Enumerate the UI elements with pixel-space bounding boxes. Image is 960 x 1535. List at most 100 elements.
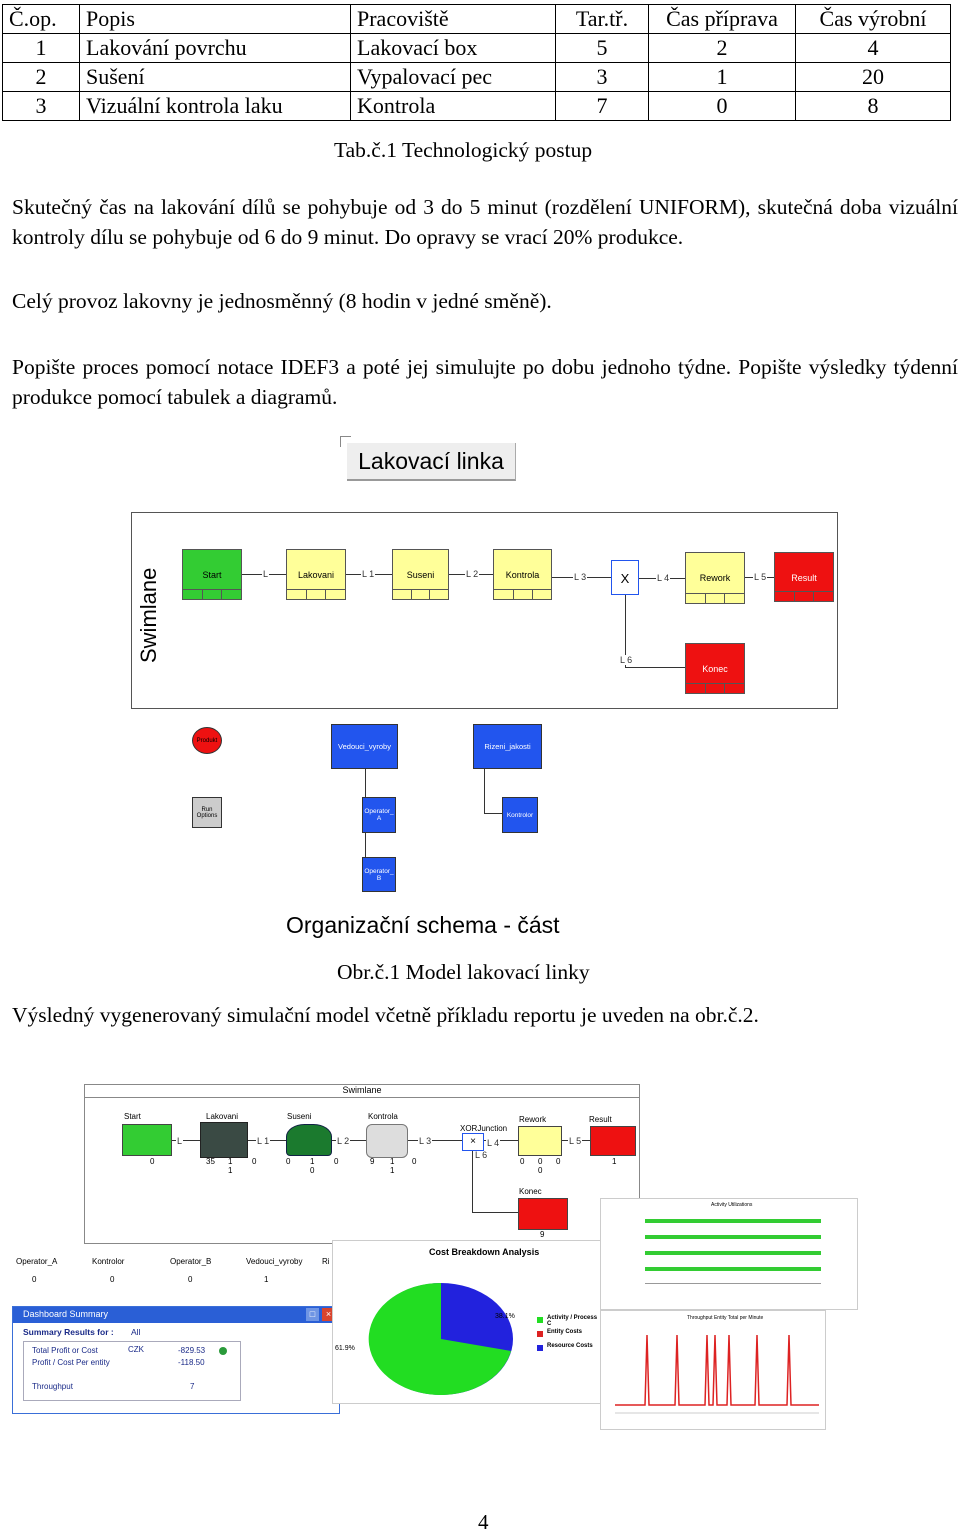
vedouci-node: Vedouci_vyroby [331,724,398,769]
sim-link-line [406,1140,462,1141]
throughput-line [615,1334,819,1414]
dashboard-window: Dashboard Summary × □ Summary Results fo… [12,1306,340,1414]
run-options-node: Run Options [192,797,222,828]
sim-count: 1 [390,1157,395,1166]
sim-label: Result [589,1115,612,1124]
table-cell: 1 [648,62,796,92]
summary-row-value: -118.50 [178,1358,205,1367]
paragraph-4: Výsledný vygenerovaný simulační model vč… [12,1003,759,1027]
pie-chart [368,1282,513,1395]
sim-start-block [122,1124,172,1156]
node-label: Run Options [196,806,218,819]
rework-box: Rework [685,552,745,604]
box-label: Rework [699,573,731,583]
sim-count: 0 [538,1166,543,1175]
maximize-icon[interactable]: □ [306,1308,319,1321]
box-label: Kontrola [505,570,540,580]
link-label: L 3 [573,572,588,582]
resource-row: Operator_A 0 Kontrolor 0 Operator_B 0 Ve… [10,1255,340,1295]
sim-label: Konec [519,1187,542,1196]
sim-count: 0 [556,1157,561,1166]
sim-count: 0 [150,1157,155,1166]
sim-swimlane-label: Swimlane [342,1085,382,1095]
sim-count: 1 [310,1157,315,1166]
sim-link-line [170,1140,200,1141]
legend-entry: Resource Costs [547,1343,593,1349]
page-number: 4 [478,1510,489,1534]
link-label: L [262,569,270,579]
kontrolor-node: Kontrolor [502,797,538,833]
org-line [365,769,366,797]
figure-1-caption: Obr.č.1 Model lakovací linky [337,960,590,984]
org-caption: Organizační schema - část [286,912,560,938]
junction-label: X [620,571,630,586]
sim-count: 0 [538,1157,543,1166]
close-icon[interactable]: × [322,1308,335,1321]
table-header-cell: Pracoviště [350,4,556,34]
table-cell: 20 [795,62,951,92]
sim-label: Start [124,1112,141,1121]
table-header-cell: Popis [79,4,351,34]
status-icon [219,1347,227,1355]
result-box: Result [774,552,834,602]
node-label: Operator_ B [364,867,394,882]
org-line [484,813,502,814]
node-label: Rizeni_jakosti [484,742,531,751]
swimlane-frame [131,512,838,709]
summary-value[interactable]: All [131,1327,141,1337]
sim-oven-icon [286,1124,332,1156]
table-cell: 3 [555,62,649,92]
sim-count: 1 [228,1157,233,1166]
table-cell: 0 [648,91,796,121]
cost-breakdown-chart: Cost Breakdown Analysis 38.1% 61.9% Acti… [332,1240,602,1404]
sim-label: Suseni [287,1112,312,1121]
resource-value: 0 [188,1275,193,1284]
activity-utilization-chart: Activity Utilizations [600,1198,858,1310]
produkt-node: Produkt [192,727,222,754]
summary-row-value: -829.53 [178,1346,206,1355]
resource-value: 0 [32,1275,37,1284]
sim-count: 9 [540,1230,545,1239]
table-cell: 4 [795,33,951,63]
sim-count: 1 [612,1157,617,1166]
node-label: Vedouci_vyroby [338,742,391,751]
link-label: L 1 [361,569,376,579]
legend-entry: Activity / Process C [547,1315,598,1327]
box-label: Lakovani [297,570,335,580]
table-cell: Lakovací box [350,33,556,63]
table-cell: 5 [555,33,649,63]
table-cell: Kontrola [350,91,556,121]
resource-value: 0 [110,1275,115,1284]
sim-count: 0 [252,1157,257,1166]
table-cell: 3 [2,91,80,121]
sim-count: 0 [412,1157,417,1166]
table-header-cell: Č.op. [2,4,80,34]
table-cell: 8 [795,91,951,121]
dashboard-title: Dashboard Summary [23,1309,109,1319]
paragraph-1: Skutečný čas na lakování dílů se pohybuj… [12,195,958,249]
sim-link-label: L 3 [418,1136,433,1146]
suseni-box: Suseni [392,549,449,600]
sim-result-block [590,1126,636,1156]
link-label: L 4 [656,573,671,583]
paragraph-2: Celý provoz lakovny je jednosměnný (8 ho… [12,289,552,313]
summary-row-label: Total Profit or Cost [32,1346,98,1355]
resource-name: Operator_A [16,1257,58,1266]
resource-name: Vedouci_vyroby [246,1257,303,1266]
sim-konec-block [518,1198,568,1230]
table-header-cell: Čas příprava [648,4,796,34]
sim-link-label: L 4 [486,1138,501,1148]
dashboard-titlebar: Dashboard Summary × □ [13,1307,339,1323]
operator-a-node: Operator_ A [362,797,396,833]
table-cell: Lakování povrchu [79,33,351,63]
link-line [625,595,626,667]
box-label: Konec [702,664,728,674]
lakovani-box: Lakovani [286,549,346,600]
summary-row-unit: CZK [128,1345,144,1354]
throughput-chart: Throughput Entity Total per Minute [600,1310,826,1430]
diagram-title: Lakovací linka [347,443,516,481]
table-caption: Tab.č.1 Technologický postup [334,138,593,162]
sim-label: Kontrola [368,1112,398,1121]
sim-label: Rework [519,1115,547,1124]
sim-link-label: L 1 [256,1136,271,1146]
